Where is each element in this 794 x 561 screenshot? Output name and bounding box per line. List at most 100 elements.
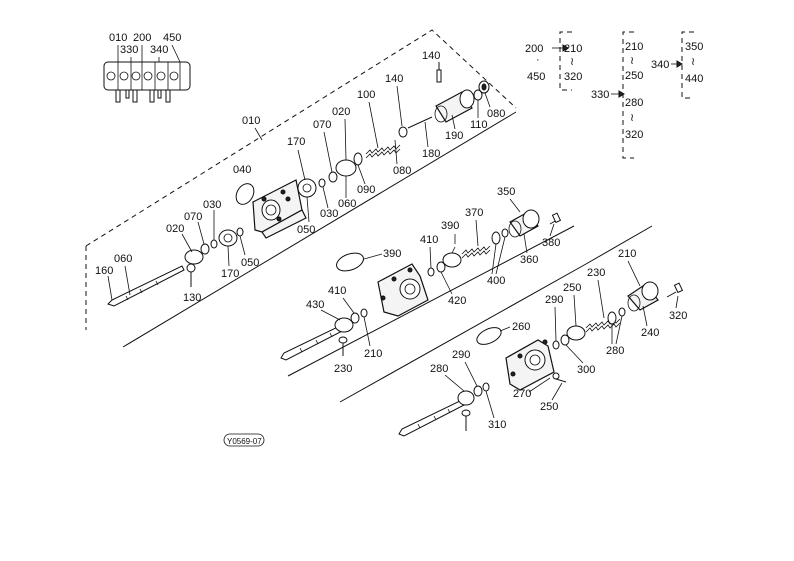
callout-410b: 210 (364, 348, 382, 360)
callout-400a: 420 (448, 295, 466, 307)
callout-210-label: 210 (618, 248, 636, 260)
callout-030a: 030 (320, 208, 338, 220)
cap-240 (627, 281, 659, 312)
callout-280b: 290 (452, 349, 470, 361)
callout-440: 380 (542, 237, 560, 249)
callout-390b: 430 (306, 299, 324, 311)
callout-130: 130 (183, 292, 201, 304)
legend-a-210: 210 (564, 43, 582, 55)
screw-270 (552, 372, 567, 383)
callout-080: 190 (445, 130, 463, 142)
callout-360: 400 (487, 275, 505, 287)
callout-400b: 410 (328, 285, 346, 297)
legend-c-340: 340 (651, 59, 669, 71)
legend: 200 · 450 210 ≀ 320 210 ≀ 250 330 280 ≀ … (525, 31, 703, 159)
seal-020-upper (335, 159, 357, 177)
legend-b-320: 320 (625, 129, 643, 141)
screw-310 (461, 409, 471, 431)
callout-250a: 250 (563, 282, 581, 294)
callout-350: 350 (497, 186, 515, 198)
legend-c-tilde: ≀ (691, 56, 695, 68)
callout-010: 010 (242, 115, 260, 127)
callout-380: 360 (520, 254, 538, 266)
callout-160: 160 (95, 265, 113, 277)
section-010: 010 160 060 130 020 070 030 (85, 29, 517, 348)
overview-label-340: 340 (150, 44, 168, 56)
oring-420 (336, 252, 364, 272)
callout-150: 080 (393, 165, 411, 177)
section-340: 430 410 210 230 390 410 420 (280, 186, 575, 377)
oring-040 (235, 183, 255, 205)
legend-b-280: 280 (625, 97, 643, 109)
legend-c-440: 440 (685, 73, 703, 85)
callout-170b: 170 (221, 268, 239, 280)
reference-code: Y0569-07 (227, 437, 262, 446)
valve-body-340 (377, 263, 429, 317)
legend-dot: · (536, 54, 540, 66)
valve-body-330 (505, 339, 555, 391)
callout-220: 280 (606, 345, 624, 357)
callout-260: 270 (513, 388, 531, 400)
oring-300 (476, 327, 502, 345)
callout-230-num: 230 (587, 267, 605, 279)
legend-b-250: 250 (625, 70, 643, 82)
callout-050a: 050 (297, 224, 315, 236)
callout-020a: 020 (332, 106, 350, 118)
legend-b-330: 330 (591, 89, 609, 101)
legend-a-320: 320 (564, 71, 582, 83)
callout-050b: 050 (241, 257, 259, 269)
overview-label-010: 010 (109, 32, 127, 44)
legend-b-tilde1: ≀ (630, 55, 634, 67)
screw-130 (186, 263, 196, 287)
legend-a-tilde: ≀ (570, 56, 574, 68)
callout-430: 230 (334, 363, 352, 375)
callout-100: 140 (385, 73, 403, 85)
callout-170a: 170 (287, 136, 305, 148)
callout-020b: 020 (166, 223, 184, 235)
overview-label-450: 450 (163, 32, 181, 44)
cap-170-lower (218, 229, 238, 247)
overview-label-330: 330 (120, 44, 138, 56)
callout-370: 370 (465, 207, 483, 219)
section-330: 280 290 310 260 270 (339, 225, 687, 437)
overview-assembly: 010 200 450 330 340 (103, 32, 191, 103)
callout-240: 240 (641, 327, 659, 339)
legend-c-350: 350 (685, 41, 703, 53)
callout-070a: 070 (313, 119, 331, 131)
bolt-140 (436, 62, 442, 83)
callout-060a: 060 (338, 198, 356, 210)
cap-170-upper (297, 178, 317, 198)
valve-body-010 (252, 179, 307, 239)
spool-160 (107, 265, 185, 307)
callout-290b: 310 (488, 419, 506, 431)
callout-070b: 070 (184, 211, 202, 223)
callout-110: 180 (422, 148, 440, 160)
callout-420: 390 (383, 248, 401, 260)
callout-270: 250 (540, 401, 558, 413)
callout-280a: 300 (577, 364, 595, 376)
callout-180: 110 (470, 119, 488, 131)
spring-120 (365, 144, 401, 159)
callout-390a: 390 (441, 220, 459, 232)
legend-450: 450 (527, 71, 545, 83)
screw-430 (338, 336, 348, 356)
callout-250b: 280 (430, 363, 448, 375)
reference-code-badge: Y0569-07 (223, 433, 265, 447)
callout-090: 090 (357, 184, 375, 196)
seal-parts-lower (184, 239, 218, 265)
legend-b-tilde2: ≀ (630, 112, 634, 124)
callout-190: 080 (487, 108, 505, 120)
cap-080 (434, 89, 475, 123)
callout-410a: 410 (420, 234, 438, 246)
cap-380 (508, 209, 540, 238)
callout-120: 100 (357, 89, 375, 101)
callout-040: 040 (233, 164, 251, 176)
overview-label-200: 200 (133, 32, 151, 44)
callout-300: 260 (512, 321, 530, 333)
legend-b-210: 210 (625, 41, 643, 53)
callout-030b: 030 (203, 199, 221, 211)
callout-320: 320 (669, 310, 687, 322)
callout-140-label: 140 (422, 50, 440, 62)
legend-200: 200 (525, 43, 543, 55)
